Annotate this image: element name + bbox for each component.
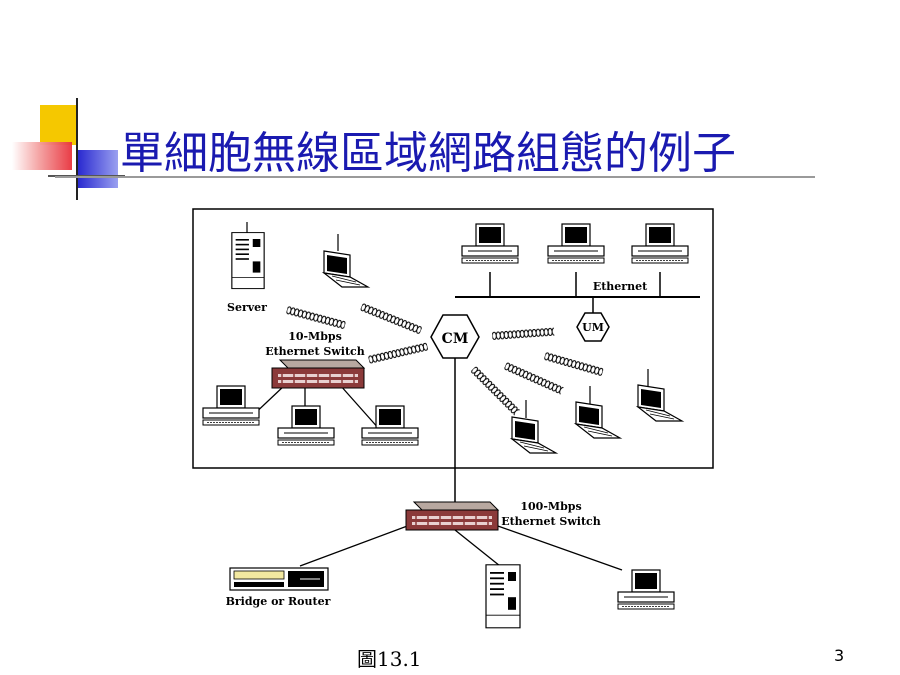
figure-caption: 圖13.1 bbox=[357, 647, 422, 671]
deco-blue-square bbox=[78, 150, 118, 188]
cm-node bbox=[430, 314, 480, 359]
bridge-router-label: Bridge or Router bbox=[226, 595, 331, 608]
server-icon bbox=[231, 232, 265, 290]
wireless-link-server bbox=[285, 306, 346, 330]
ethernet-label: Ethernet bbox=[593, 280, 648, 293]
wireless-link-laptop-bottom bbox=[470, 366, 520, 416]
ethernet-pc-icon bbox=[461, 223, 519, 264]
pc-icon bbox=[361, 405, 419, 446]
bottom-server-icon bbox=[485, 564, 521, 629]
deco-yellow-square bbox=[40, 105, 78, 145]
wireless-cell-boundary bbox=[192, 208, 714, 469]
slide-title: 單細胞無線區域網路組態的例子 bbox=[120, 128, 736, 179]
pc-icon bbox=[277, 405, 335, 446]
link-100switch-server bbox=[454, 529, 501, 567]
bottom-pc-icon bbox=[617, 569, 675, 610]
pc-icon bbox=[202, 385, 260, 426]
wireless-link-laptop-right bbox=[543, 352, 604, 377]
switch-10-label-line1: 10-Mbps bbox=[288, 330, 342, 343]
laptop-icon bbox=[323, 250, 369, 288]
switch-10-label-line2: Ethernet Switch bbox=[265, 345, 365, 358]
switch-10-icon bbox=[271, 359, 365, 389]
deco-red-bar bbox=[12, 142, 72, 170]
switch-100-label-line2: Ethernet Switch bbox=[501, 515, 601, 528]
laptop-icon bbox=[511, 416, 557, 454]
link-10switch-pc-right bbox=[339, 384, 381, 431]
link-100switch-pc bbox=[494, 524, 623, 571]
laptop-icon bbox=[575, 401, 621, 439]
title-underline bbox=[55, 176, 815, 178]
link-100switch-bridge bbox=[299, 524, 411, 567]
switch-100-label-line1: 100-Mbps bbox=[520, 500, 581, 513]
um-node bbox=[576, 312, 610, 342]
wireless-link-10switch bbox=[368, 342, 429, 364]
cm-label: CM bbox=[442, 331, 469, 347]
switch-100-icon bbox=[405, 501, 499, 531]
wireless-link-laptop-top bbox=[360, 303, 423, 335]
laptop-icon bbox=[637, 384, 683, 422]
ethernet-pc-icon bbox=[631, 223, 689, 264]
wireless-link-laptop-mid bbox=[503, 362, 564, 395]
um-label: UM bbox=[582, 321, 604, 334]
ethernet-pc-icon bbox=[547, 223, 605, 264]
wireless-link-um bbox=[492, 327, 555, 340]
server-label: Server bbox=[227, 301, 267, 314]
bridge-router-icon bbox=[229, 567, 329, 591]
page-number: 3 bbox=[834, 646, 845, 665]
